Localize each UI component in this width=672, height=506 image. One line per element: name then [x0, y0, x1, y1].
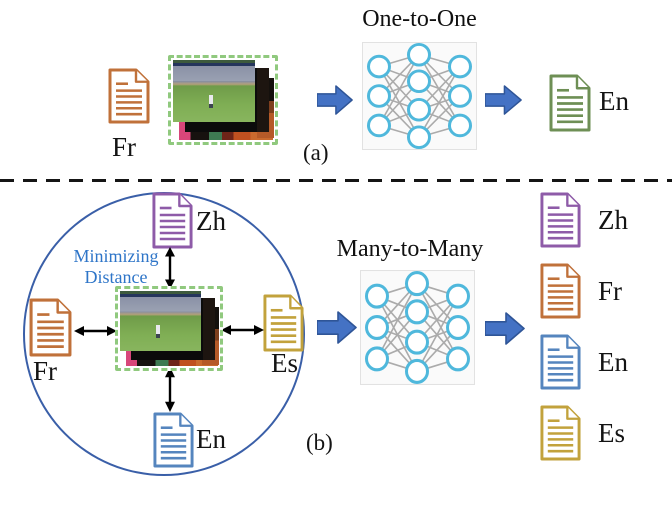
document-icon [540, 192, 581, 248]
document-icon [108, 68, 150, 124]
block-arrow-icon [485, 85, 522, 115]
document-icon [549, 74, 591, 132]
doc-icon-en-output-a [548, 74, 592, 132]
document-icon [152, 192, 193, 249]
doc-label-en-circle: En [196, 424, 226, 454]
flow-arrow-b-out [485, 312, 525, 345]
neural-network-icon [360, 270, 475, 385]
block-arrow-icon [317, 85, 353, 115]
doc-label-fr-source: Fr [112, 132, 137, 162]
double-arrow-icon [165, 247, 175, 289]
document-icon [263, 294, 304, 352]
minimizing-distance-label: Minimizing Distance [64, 246, 168, 288]
document-icon [540, 263, 581, 319]
distance-arrow-top [163, 247, 177, 289]
section-a-title: One-to-One [362, 6, 477, 32]
video-frames-stack-a [168, 55, 278, 145]
output-doc-row-zh: Zh [539, 192, 628, 248]
output-doc-row-fr: Fr [539, 263, 628, 319]
flow-arrow-b-in [317, 311, 357, 344]
neural-network-icon [362, 42, 477, 150]
neural-network-b [360, 270, 475, 385]
doc-label-fr-circle: Fr [33, 356, 58, 386]
dashed-divider [0, 179, 672, 182]
baseball-player-figure [155, 324, 160, 338]
doc-icon-fr-circle [28, 298, 73, 357]
doc-label-es-output: Es [598, 417, 625, 448]
doc-label-es-circle: Es [271, 348, 298, 378]
annotation-line1: Minimizing [73, 246, 159, 266]
photo-baseball-field [120, 291, 201, 351]
doc-icon-zh-output [539, 192, 582, 248]
flow-arrow-a-out [485, 85, 522, 115]
document-icon [29, 298, 72, 357]
doc-icon-fr-source [107, 68, 151, 124]
annotation-line2: Distance [84, 267, 148, 287]
doc-label-en-output: En [598, 346, 628, 377]
doc-icon-es-circle [262, 294, 305, 352]
doc-label-en-output-a: En [599, 86, 629, 116]
flow-arrow-a-in [317, 85, 353, 115]
document-icon [153, 412, 194, 468]
caption-b: (b) [306, 430, 333, 455]
doc-icon-en-circle [152, 412, 195, 468]
doc-label-zh-circle: Zh [196, 206, 226, 236]
doc-icon-zh-circle [151, 192, 194, 249]
double-arrow-icon [221, 325, 264, 335]
double-arrow-icon [165, 367, 175, 412]
document-icon [540, 405, 581, 461]
video-frames-stack-b [115, 286, 223, 371]
doc-icon-fr-output [539, 263, 582, 319]
block-arrow-icon [485, 312, 525, 345]
doc-icon-en-output [539, 334, 582, 390]
output-doc-list: Zh Fr En Es [539, 192, 628, 461]
distance-arrow-left [74, 324, 117, 338]
double-arrow-icon [74, 326, 117, 336]
output-doc-row-en: En [539, 334, 628, 390]
document-icon [540, 334, 581, 390]
doc-icon-es-output [539, 405, 582, 461]
section-b-title: Many-to-Many [336, 236, 484, 262]
block-arrow-icon [317, 311, 357, 344]
baseball-player-figure [209, 94, 214, 108]
distance-arrow-right [221, 323, 264, 337]
output-doc-row-es: Es [539, 405, 628, 461]
doc-label-zh-output: Zh [598, 204, 628, 235]
neural-network-a [362, 42, 477, 150]
doc-label-fr-output: Fr [598, 275, 623, 306]
photo-baseball-field [173, 60, 255, 122]
distance-arrow-bottom [163, 367, 177, 412]
caption-a: (a) [303, 140, 329, 165]
